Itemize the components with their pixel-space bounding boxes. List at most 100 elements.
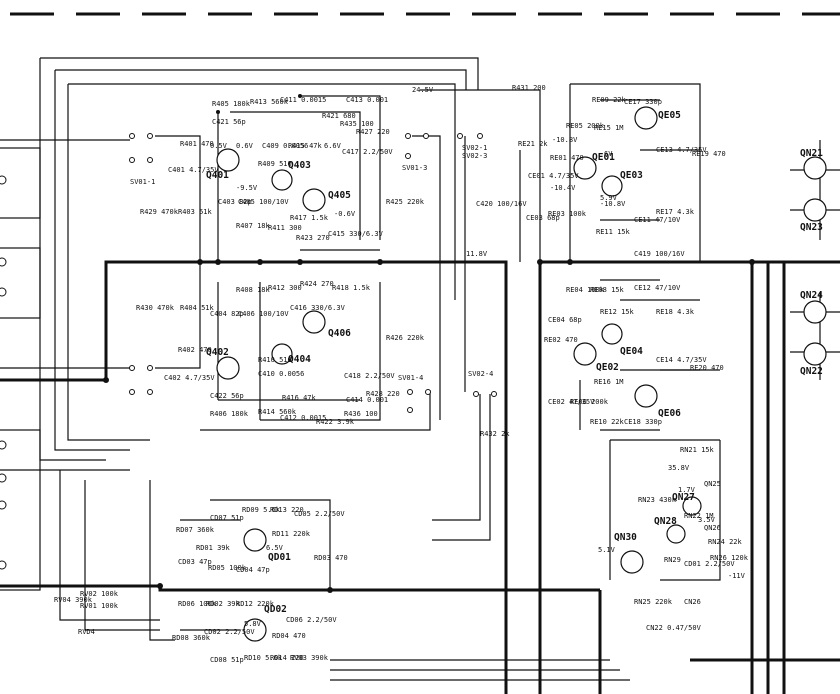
component-label: R403 51k <box>178 208 213 216</box>
transistor-qn21 <box>803 156 827 180</box>
component-label: R410 510 <box>258 356 292 364</box>
label-qe01: QE01 <box>592 152 615 163</box>
component-label: RE17 4.3k <box>656 208 695 216</box>
component-label: CD04 47p <box>236 566 270 574</box>
component-label: C419 100/16V <box>634 250 685 258</box>
label-qn22: QN22 <box>800 366 823 377</box>
transistor-qe05 <box>634 106 658 130</box>
component-label: R431 200 <box>512 84 546 92</box>
component-label: R415 47k <box>288 142 323 150</box>
label-q404: Q404 <box>288 354 311 365</box>
component-label: RE08 15k <box>590 286 625 294</box>
component-label: RE06 200k <box>570 398 609 406</box>
switch-contacts <box>129 133 497 413</box>
component-label: C406 100/10V <box>238 310 289 318</box>
transistor-q401 <box>216 148 240 172</box>
component-label: RD01 39k <box>196 544 231 552</box>
component-label: CD06 2.2/50V <box>286 616 337 624</box>
component-label: C422 56p <box>210 392 244 400</box>
transistor-qd02 <box>243 618 267 642</box>
power-buses <box>0 260 840 694</box>
component-label: R418 1.5k <box>332 284 371 292</box>
component-label: RE15 1M <box>594 124 624 132</box>
component-label: R421 680 <box>322 112 356 120</box>
component-label: RD02 39k <box>206 600 241 608</box>
label-qn21: QN21 <box>800 148 823 159</box>
component-label: RE01 470 <box>550 154 584 162</box>
component-label: CE12 47/10V <box>634 284 681 292</box>
component-label: RE21 2k <box>518 140 548 148</box>
voltage-label: 5.9V <box>600 194 618 202</box>
voltage-label: 6.5V <box>266 544 284 552</box>
voltage-label: -9.5V <box>236 184 258 192</box>
component-label: C415 330/6.3V <box>328 230 384 238</box>
component-label: C412 0.0015 <box>280 414 326 422</box>
transistor-qn23 <box>803 198 827 222</box>
component-label: RD08 360k <box>172 634 211 642</box>
component-label: RV01 100k <box>80 602 119 610</box>
voltage-label: 11.8V <box>466 250 488 258</box>
voltage-label: 24.5V <box>412 86 434 94</box>
voltage-label: 6.6V <box>324 142 342 150</box>
component-label: R436 100 <box>344 410 378 418</box>
transistor-qn30 <box>620 550 644 574</box>
label-sv02-3: SV02-3 <box>462 152 487 160</box>
component-label: CE01 4.7/35V <box>528 172 579 180</box>
component-label: CN26 <box>684 598 701 606</box>
component-label: RE11 15k <box>596 228 631 236</box>
transistor-q406 <box>302 310 326 334</box>
component-label: RN26 120k <box>710 554 749 562</box>
component-label: RE05 200k <box>566 122 605 130</box>
transistor-qn28 <box>666 524 686 544</box>
component-label: CE14 4.7/35V <box>656 356 707 364</box>
component-label: RE10 22k <box>590 418 625 426</box>
component-label: RD06 100k <box>178 600 217 608</box>
component-label: CD05 2.2/50V <box>294 510 345 518</box>
voltage-label: 35.8V <box>668 464 690 472</box>
voltage-label: 5.8V <box>244 620 262 628</box>
component-label: R405 180k <box>212 100 251 108</box>
component-label: RV03 390k <box>290 654 329 662</box>
component-label: C417 2.2/50V <box>342 148 393 156</box>
transistor-symbols <box>216 106 827 642</box>
label-q401: Q401 <box>206 170 229 181</box>
component-label: C416 330/6.3V <box>290 304 346 312</box>
component-label: RE12 15k <box>600 308 635 316</box>
component-label: RVD4 <box>78 628 95 636</box>
component-label: C402 4.7/35V <box>164 374 215 382</box>
component-label: RD14 220 <box>270 654 304 662</box>
transistor-qe02 <box>573 342 597 366</box>
component-label: R435 100 <box>340 120 374 128</box>
component-label: R404 51k <box>180 304 215 312</box>
label-qe05: QE05 <box>658 110 681 121</box>
component-label: C410 0.0056 <box>258 370 304 378</box>
component-label: R426 220k <box>386 334 425 342</box>
component-label: RN24 22k <box>708 538 743 546</box>
component-label: R424 270 <box>300 280 334 288</box>
label-qn30: QN30 <box>614 532 637 543</box>
transistor-qn22 <box>803 342 827 366</box>
component-label: RN21 15k <box>680 446 715 454</box>
transistor-labels: Q401 Q402 Q403 Q404 Q405 Q406 QE01 QE02 … <box>206 110 823 615</box>
voltage-label: 3.5V <box>698 516 716 524</box>
label-sv01-1: SV01-1 <box>130 178 155 186</box>
component-label: R401 470 <box>180 140 214 148</box>
component-label: CD07 51p <box>210 514 244 522</box>
component-label: C409 0.0056 <box>262 142 308 150</box>
label-qn26: QN26 <box>704 524 721 532</box>
component-label: R427 220 <box>356 128 390 136</box>
component-label: CD03 47p <box>178 558 212 566</box>
component-label: RD09 5.6k <box>242 506 281 514</box>
label-qe02: QE02 <box>596 362 619 373</box>
component-label: CE03 68p <box>526 214 560 222</box>
component-label: R407 18k <box>236 222 271 230</box>
transistor-q405 <box>302 188 326 212</box>
component-label: RE20 470 <box>690 364 724 372</box>
voltage-label: 1.7V <box>678 486 696 494</box>
label-qe03: QE03 <box>620 170 643 181</box>
component-label: RD04 470 <box>272 632 306 640</box>
label-q406: Q406 <box>328 328 351 339</box>
component-label: RV02 100k <box>80 590 119 598</box>
transistor-q402 <box>216 356 240 380</box>
